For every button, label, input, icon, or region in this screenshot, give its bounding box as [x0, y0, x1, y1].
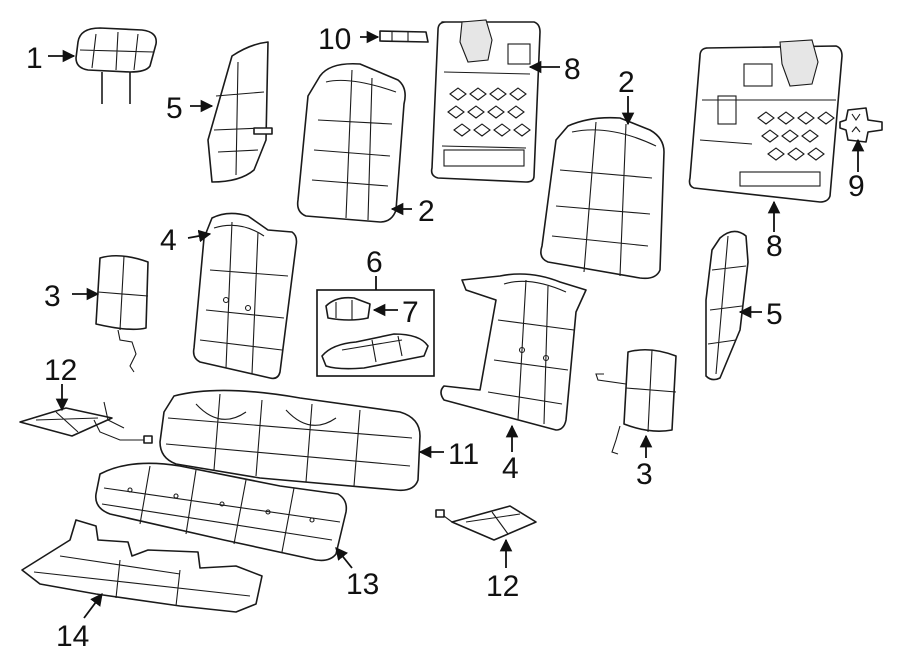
seatback-frame-center-part: [430, 19, 541, 183]
armrest-pad-right-part: [595, 348, 677, 455]
armrest-cup-part: [325, 296, 371, 321]
leader-lines: [48, 30, 865, 619]
callout-6: 6: [366, 246, 383, 279]
callout-10: 10: [318, 23, 351, 56]
bracket-part: [839, 107, 883, 143]
seatback-right-part: [540, 116, 665, 280]
callout-8-right: 8: [766, 230, 783, 263]
heater-pad-right-part: [435, 505, 537, 541]
seat-cushion-frame-part: [94, 462, 348, 562]
callout-11: 11: [448, 438, 479, 471]
seatback-frame-right-part: [688, 39, 843, 203]
side-bolster-left-part: [207, 41, 273, 183]
armrest-pad-left-part: [95, 254, 149, 373]
trim-strip-part: [379, 30, 429, 43]
callout-3-left: 3: [44, 280, 61, 313]
armrest-tray-part: [321, 333, 429, 370]
headrest-part: [75, 27, 158, 104]
callout-13: 13: [346, 568, 379, 601]
floor-pan-part: [21, 519, 263, 613]
callout-5-right: 5: [766, 298, 783, 331]
callout-8-top: 8: [564, 53, 581, 86]
callout-12-left: 12: [44, 354, 77, 387]
seatback-frame-lower-part: [440, 273, 587, 431]
callout-2-left: 2: [418, 195, 435, 228]
callout-3-right: 3: [636, 458, 653, 491]
callout-14: 14: [56, 620, 89, 653]
seatback-cover-left-part: [296, 62, 406, 223]
callout-5-left: 5: [166, 92, 183, 125]
callout-4-right: 4: [502, 452, 519, 485]
callout-12-right: 12: [486, 570, 519, 603]
callout-1: 1: [26, 42, 43, 75]
callout-4-left: 4: [160, 224, 177, 257]
callout-9: 9: [848, 170, 865, 203]
heater-pad-left-part: [19, 401, 153, 444]
seat-cushion-cover-part: [159, 389, 421, 492]
callout-7: 7: [402, 296, 419, 329]
callout-2-right: 2: [618, 66, 635, 99]
seatback-cover-left-middle-part: [192, 212, 298, 380]
side-bolster-right-part: [705, 230, 749, 381]
